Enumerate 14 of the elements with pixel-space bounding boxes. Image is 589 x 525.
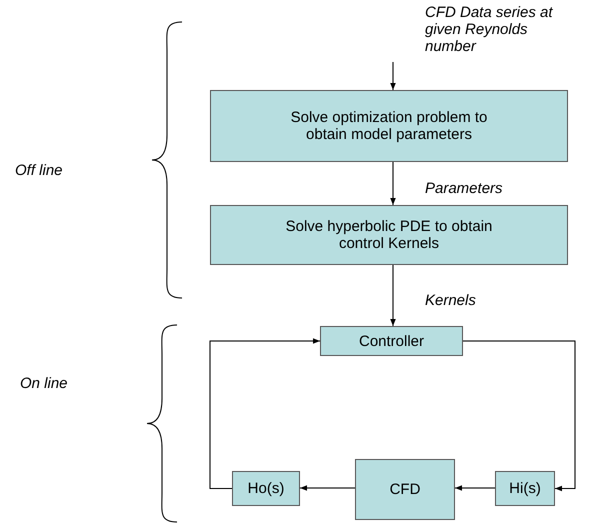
process-box: Solve optimization problem to obtain model parameters (210, 90, 568, 162)
input-text: CFD Data series at given Reynolds number (425, 4, 565, 62)
arrow (390, 62, 396, 90)
filter-box: Hi(s) (495, 471, 555, 506)
cfd-box: CFD (355, 459, 455, 520)
arrow (210, 338, 320, 489)
arrow (300, 485, 356, 491)
arrow (462, 340, 576, 492)
filter-box: Ho(s) (232, 471, 300, 506)
arrow (390, 264, 396, 326)
arrow (454, 485, 496, 491)
process-box: Solve hyperbolic PDE to obtain control Kernels (210, 205, 568, 265)
controller-box: Controller (320, 326, 463, 356)
arrow (390, 162, 396, 206)
